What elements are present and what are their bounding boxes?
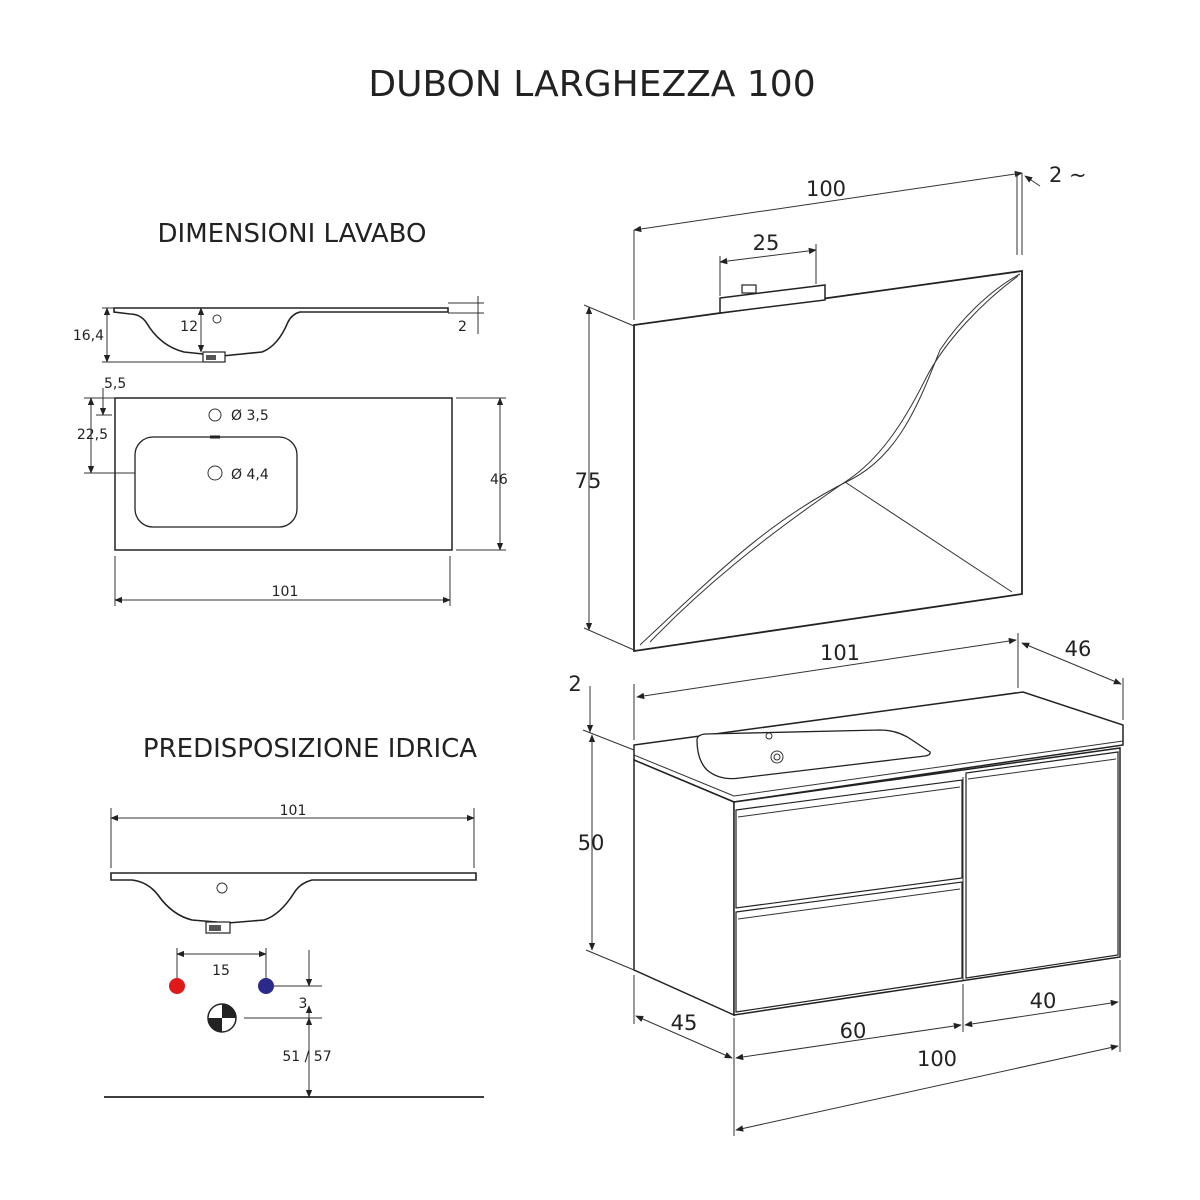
drain-point-icon — [207, 1003, 237, 1033]
dim-pipe-height: 51 / 57 — [282, 1049, 331, 1065]
dim-cabinet-depth: 45 — [671, 1011, 698, 1035]
dim-mirror-gap: 2 ~ — [1049, 163, 1087, 187]
drain-hole-diameter: Ø 4,4 — [231, 467, 269, 483]
basin-profile-view: 12 16,4 2 — [73, 296, 484, 363]
hot-water-icon — [169, 978, 185, 994]
cabinet-door — [965, 751, 1119, 979]
drawer-bottom — [735, 881, 963, 1013]
dim-top-width: 101 — [820, 641, 860, 665]
section-title-plumbing: PREDISPOSIZIONE IDRICA — [143, 734, 477, 764]
dim-top-depth: 46 — [1065, 637, 1092, 661]
basin-top-view: Ø 3,5 Ø 4,4 5,5 22,5 46 101 — [77, 376, 508, 606]
dim-offset-small: 5,5 — [104, 376, 126, 392]
section-title-basin: DIMENSIONI LAVABO — [158, 219, 427, 249]
dim-basin-depth: 12 — [180, 319, 198, 335]
dim-total-width: 100 — [917, 1047, 957, 1071]
dim-rim-thickness: 2 — [458, 319, 467, 335]
dim-top-thickness: 2 — [568, 672, 581, 696]
cabinet-side — [633, 758, 735, 1017]
drawer-top — [735, 779, 963, 909]
mirror-lamp — [719, 284, 826, 314]
dim-pipe-spacing: 15 — [212, 963, 230, 979]
dim-basin-depth-top: 46 — [490, 472, 508, 488]
dim-basin-width: 101 — [272, 584, 299, 600]
drain-hole-icon — [207, 465, 223, 481]
dim-drawer-width: 60 — [840, 1019, 867, 1043]
page-title: DUBON LARGHEZZA 100 — [368, 64, 815, 105]
dim-mirror-width: 100 — [806, 177, 846, 201]
mirror-view: 100 25 2 ~ 75 — [575, 163, 1087, 653]
tap-hole-diameter: Ø 3,5 — [231, 408, 269, 424]
cold-water-icon — [258, 978, 274, 994]
basin-bowl — [134, 436, 298, 528]
dim-cabinet-height: 50 — [578, 831, 605, 855]
dim-offset: 22,5 — [77, 427, 108, 443]
dim-pipe-offset: 3 — [299, 996, 308, 1012]
tap-hole-icon — [208, 408, 222, 422]
sink-bowl — [696, 729, 931, 780]
dim-basin-height: 16,4 — [73, 328, 104, 344]
mirror-panel — [633, 269, 1023, 653]
dim-plumbing-width: 101 — [280, 803, 307, 819]
sink-drain-icon — [770, 750, 784, 764]
plumbing-view: 101 15 3 51 / 57 — [104, 803, 484, 1098]
dim-door-width: 40 — [1030, 989, 1057, 1013]
dim-mirror-height: 75 — [575, 469, 602, 493]
dim-lamp-width: 25 — [753, 231, 780, 255]
cabinet-view: 101 46 2 50 45 60 40 100 — [568, 633, 1124, 1136]
